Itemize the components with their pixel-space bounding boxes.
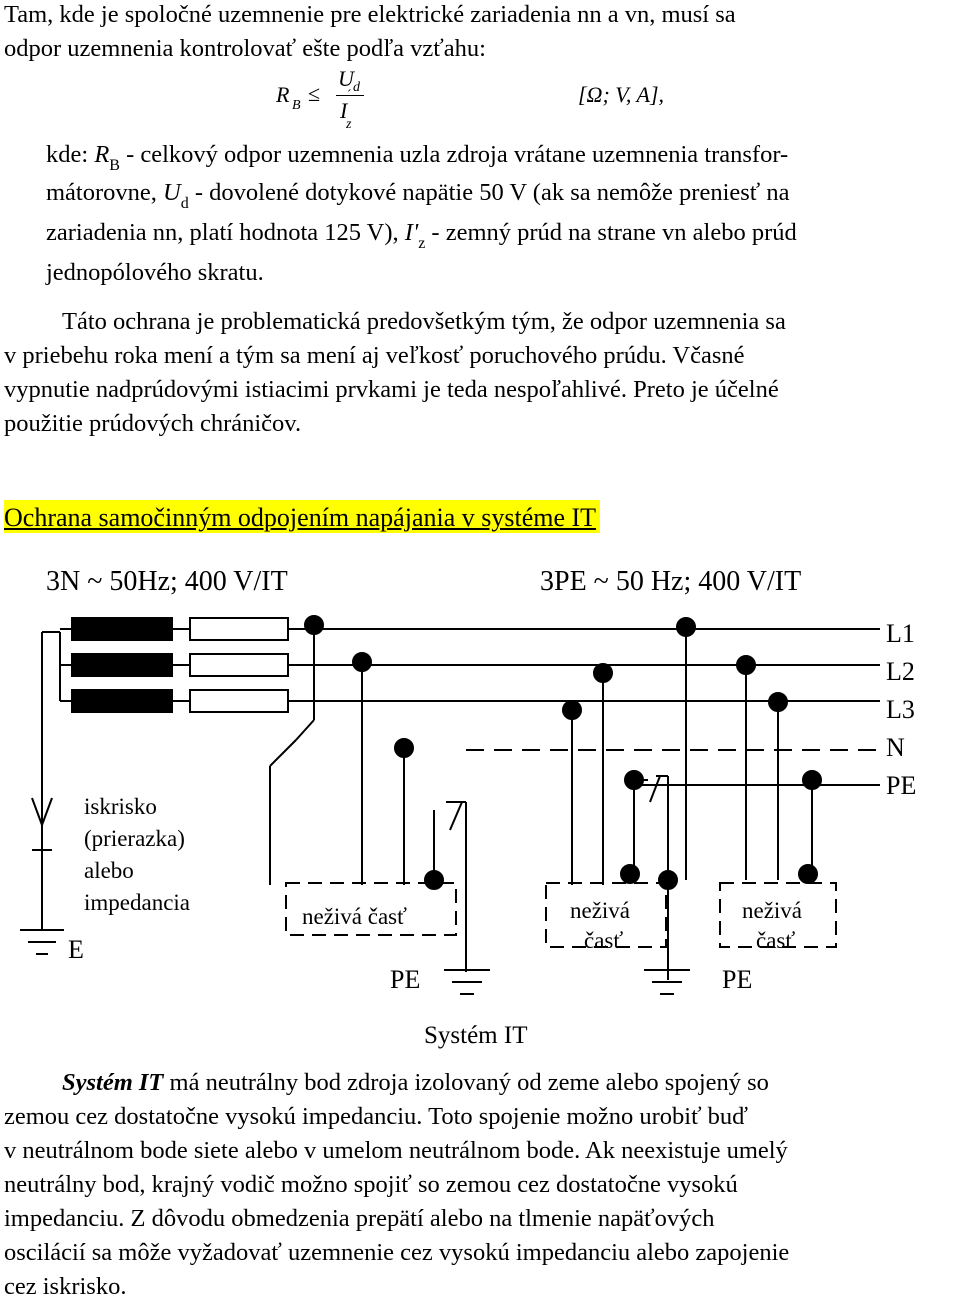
paragraph2-line-5: impedanciu. Z dôvodu obmedzenia prepätí … xyxy=(4,1205,715,1232)
dead-part-1: neživá časť xyxy=(302,904,407,929)
earth-label: E xyxy=(68,935,84,964)
intro-line-1: Tam, kde je spoločné uzemnenie pre elekt… xyxy=(4,1,736,28)
conductor-L2: L2 xyxy=(886,657,915,686)
paragraph1-line-4: použitie prúdových chráničov. xyxy=(4,410,302,437)
diagram-caption: Systém IT xyxy=(424,1022,528,1049)
conductor-N: N xyxy=(886,733,905,762)
paragraph2-line-1: Systém IT má neutrálny bod zdroja izolov… xyxy=(62,1069,769,1096)
formula-units: [Ω; V, A], xyxy=(578,82,665,107)
paragraph2-line-6: oscilácií sa môže vyžadovať uzemnenie ce… xyxy=(4,1239,790,1266)
dead-part-3a: neživá xyxy=(742,898,802,923)
formula-denominator: I xyxy=(340,98,348,123)
diagram-right-title: 3PE ~ 50 Hz; 400 V/IT xyxy=(540,566,801,597)
paragraph1-line-1: Táto ochrana je problematická predovšetk… xyxy=(62,308,786,335)
conductor-L3: L3 xyxy=(886,695,915,724)
fraction-bar xyxy=(336,95,364,96)
dead-part-2a: neživá xyxy=(570,898,630,923)
pe-label-1: PE xyxy=(390,965,420,994)
definition-line-1: kde: RB - celkový odpor uzemnenia uzla z… xyxy=(46,141,789,174)
paragraph1-line-2: v priebehu roka mení a tým sa mení aj ve… xyxy=(4,342,745,369)
conductor-L1: L1 xyxy=(886,619,915,648)
formula-prime: ´ xyxy=(347,88,352,103)
spark-gap-line-1: iskrisko xyxy=(84,794,157,819)
formula-lhs: R xyxy=(276,82,290,107)
formula-denominator-sub: z xyxy=(346,117,352,132)
dead-part-2b: časť xyxy=(584,928,623,953)
definition-line-2: mátorovne, Ud - dovolené dotykové napäti… xyxy=(46,179,790,212)
definition-line-3: zariadenia nn, platí hodnota 125 V), I'z… xyxy=(46,219,797,252)
formula-numerator: U xyxy=(338,66,354,91)
paragraph1-line-3: vypnutie nadprúdovými istiacimi prvkami … xyxy=(4,376,779,403)
conductor-PE: PE xyxy=(886,771,916,800)
pe-label-2: PE xyxy=(722,965,752,994)
spark-gap-line-2: (prierazka) xyxy=(84,826,185,851)
paragraph2-line-4: neutrálny bod, krajný vodič možno spojiť… xyxy=(4,1171,738,1198)
spark-gap-line-4: impedancia xyxy=(84,890,190,915)
spark-gap-line-3: alebo xyxy=(84,858,134,883)
it-system-diagram: 3N ~ 50Hz; 400 V/IT 3PE ~ 50 Hz; 400 V/I… xyxy=(20,566,916,995)
paragraph2-line-2: zemou cez dostatočne vysokú impedanciu. … xyxy=(4,1103,748,1130)
paragraph2-line-3: v neutrálnom bode siete alebo v umelom n… xyxy=(4,1137,788,1164)
definition-line-4: jednopólového skratu. xyxy=(46,259,264,286)
diagram-left-title: 3N ~ 50Hz; 400 V/IT xyxy=(46,566,288,597)
formula-relation: ≤ xyxy=(308,81,321,106)
paragraph2-line-7: cez iskrisko. xyxy=(4,1273,127,1300)
intro-line-2: odpor uzemnenia kontrolovať ešte podľa v… xyxy=(4,35,486,62)
formula-lhs-sub: B xyxy=(292,98,301,113)
dead-part-3b: časť xyxy=(756,928,795,953)
section-heading: Ochrana samočinným odpojením napájania v… xyxy=(4,500,601,534)
formula-numerator-sub: d xyxy=(353,80,360,95)
